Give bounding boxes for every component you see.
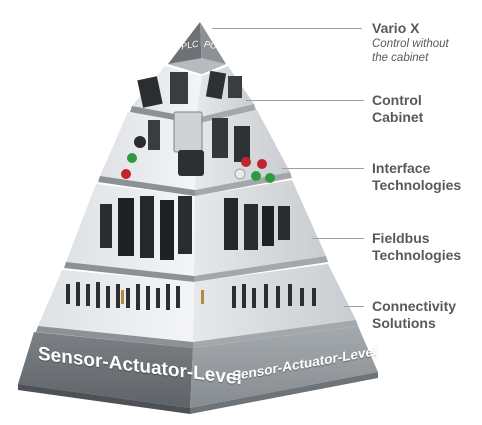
leader-line-interface	[282, 168, 364, 169]
label-interface-line1: Interface	[372, 160, 431, 176]
label-interface-line2: Technologies	[372, 177, 462, 193]
tier-sensor-actuator-level	[18, 326, 378, 414]
label-vario-x-title: Vario X	[372, 20, 420, 36]
label-control-cabinet-line1: Control	[372, 92, 422, 108]
leader-line-fieldbus	[312, 238, 364, 239]
label-control-cabinet-line2: Cabinet	[372, 109, 424, 125]
tier-control-cabinet	[130, 66, 256, 124]
label-fieldbus-technologies: Fieldbus Technologies	[372, 230, 461, 264]
label-fieldbus-line2: Technologies	[372, 247, 462, 263]
tier-fieldbus-technologies	[64, 180, 328, 282]
label-connectivity-line2: Solutions	[372, 315, 436, 331]
tier-interface-technologies	[98, 110, 292, 196]
label-vario-x: Vario X Control without the cabinet	[372, 20, 449, 65]
apex-pc-text: PC	[203, 38, 218, 52]
label-control-cabinet: Control Cabinet	[372, 92, 423, 126]
label-vario-x-subtitle-2: the cabinet	[372, 52, 429, 64]
leader-line-vario-x	[212, 28, 362, 29]
label-connectivity-line1: Connectivity	[372, 298, 457, 314]
label-connectivity-solutions: Connectivity Solutions	[372, 298, 456, 332]
tier-vario-x	[168, 22, 226, 74]
leader-line-connectivity	[344, 306, 364, 307]
leader-line-control-cabinet	[246, 100, 364, 101]
tier-connectivity-solutions	[36, 264, 358, 348]
label-fieldbus-line1: Fieldbus	[372, 230, 430, 246]
label-vario-x-subtitle-1: Control without	[372, 38, 449, 50]
label-interface-technologies: Interface Technologies	[372, 160, 461, 194]
